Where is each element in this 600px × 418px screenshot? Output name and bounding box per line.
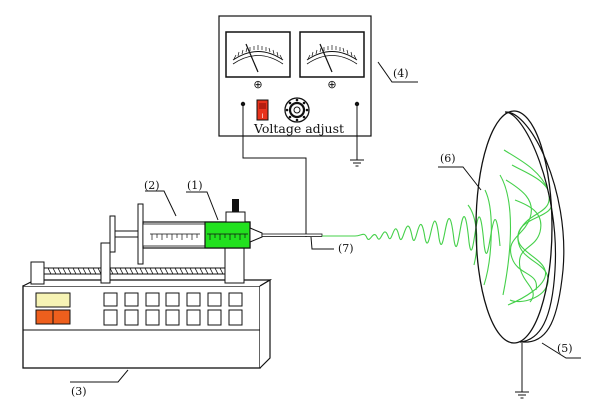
label-1: (1) [187, 179, 203, 192]
label-3: (3) [71, 385, 87, 398]
pump-key[interactable] [124, 309, 139, 326]
polymer-jet [322, 149, 553, 306]
spinneret-needle [261, 233, 323, 237]
pump-button-orange-right[interactable] [52, 309, 71, 325]
syringe-clamp [225, 211, 246, 223]
pump-key[interactable] [145, 292, 160, 307]
label-2: (2) [144, 179, 160, 192]
pump-key[interactable] [103, 292, 118, 307]
collector-ground-icon [515, 391, 529, 399]
positive-terminal [240, 101, 246, 107]
syringe-tip [249, 227, 263, 243]
lead-screw [43, 267, 245, 275]
power-switch[interactable]: I [256, 99, 269, 121]
polymer-solution [204, 221, 251, 249]
clamp-screw [232, 199, 239, 212]
syringe [109, 199, 323, 265]
collector-plate [475, 110, 565, 399]
high-voltage-wire [242, 106, 307, 237]
ground-terminal [354, 101, 360, 107]
pump-key[interactable] [165, 292, 180, 307]
left-voltmeter: ⊕ [225, 31, 291, 91]
pump-key[interactable] [228, 292, 243, 307]
plunger-rod [114, 230, 141, 238]
label-5: (5) [557, 342, 573, 355]
pump-keypad [103, 292, 243, 326]
pump-key[interactable] [165, 309, 180, 326]
pump-display [35, 292, 71, 308]
label-7: (7) [338, 242, 354, 255]
right-meter-knob-icon: ⊕ [327, 78, 336, 91]
pump-button-orange-left[interactable] [35, 309, 54, 325]
pump-key[interactable] [145, 309, 160, 326]
right-meter-needle [319, 43, 333, 73]
pump-key[interactable] [124, 292, 139, 307]
pump-key[interactable] [186, 309, 201, 326]
right-voltmeter: ⊕ [299, 31, 365, 91]
syringe-holder-block [224, 245, 245, 284]
lead-screw-thread [47, 267, 224, 275]
pump-left-post [30, 261, 45, 285]
callouts [70, 61, 581, 383]
label-4: (4) [393, 67, 409, 80]
left-meter-knob-icon: ⊕ [253, 78, 262, 91]
wiring [242, 106, 358, 237]
pump-key[interactable] [186, 292, 201, 307]
power-supply: ⊕ ⊕ I [218, 15, 372, 137]
supply-ground-icon [350, 159, 364, 167]
pump-key[interactable] [103, 309, 118, 326]
voltage-adjust-label: Voltage adjust [253, 121, 344, 136]
solution-scale [207, 233, 248, 240]
pump-key[interactable] [207, 309, 222, 326]
pump-key[interactable] [207, 292, 222, 307]
syringe-pump [22, 242, 273, 369]
collector-face [475, 110, 553, 344]
plunger-thumb [109, 215, 116, 253]
collector-rim [504, 111, 565, 343]
power-switch-label: I [262, 113, 264, 120]
voltage-adjust-knob[interactable] [284, 97, 310, 123]
pump-key[interactable] [228, 309, 243, 326]
left-meter-needle [245, 43, 259, 73]
label-6: (6) [440, 152, 456, 165]
pusher-block [100, 242, 111, 284]
barrel-flange [137, 203, 144, 265]
barrel-scale [150, 233, 200, 240]
